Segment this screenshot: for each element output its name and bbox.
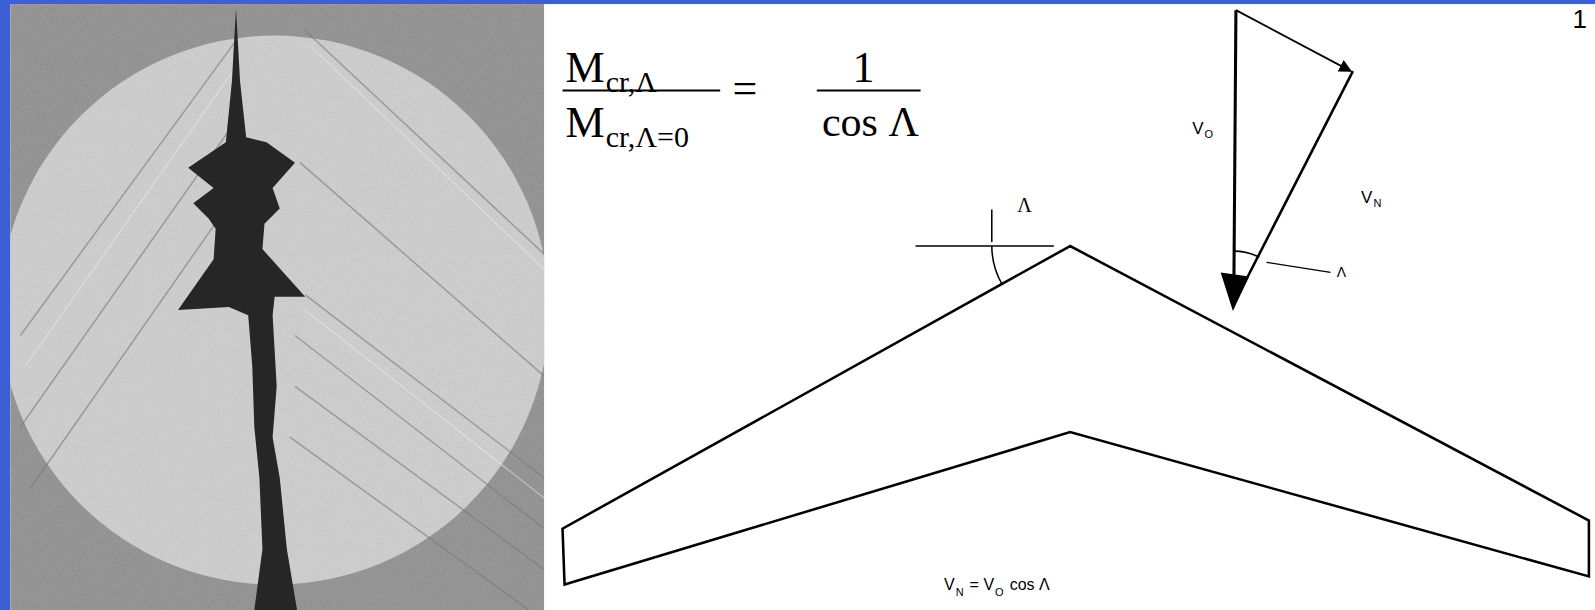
aircraft-silhouette xyxy=(178,8,305,610)
slide-number: 1 xyxy=(1573,6,1587,32)
formula-symbol: M xyxy=(566,101,605,145)
swept-wing-outline xyxy=(563,246,1589,585)
angle-label: Λ xyxy=(1337,265,1346,279)
schlieren-photo xyxy=(10,4,544,610)
leader-line xyxy=(1266,262,1330,272)
vector-subscript: N xyxy=(1373,198,1381,209)
formula-symbol: M xyxy=(566,46,605,90)
vector-label: V xyxy=(1361,189,1372,206)
leader-line xyxy=(991,209,993,242)
vector-subscript: O xyxy=(1205,129,1214,140)
reference-line xyxy=(915,245,1053,247)
slide-border xyxy=(0,0,1595,4)
freestream-vector xyxy=(1234,10,1236,285)
formula-equals: = xyxy=(732,67,757,111)
equation-subscript: N xyxy=(956,587,964,598)
sweep-angle-label: Λ xyxy=(1017,195,1032,215)
fraction-bar xyxy=(817,89,921,91)
vector-arrowhead xyxy=(1221,272,1249,311)
formula-subscript: cr,Λ xyxy=(606,67,657,97)
equation-text: V xyxy=(944,577,955,593)
angle-arc xyxy=(1234,251,1259,257)
formula-subscript: cr,Λ=0 xyxy=(606,122,689,152)
equation-text: = V xyxy=(970,577,994,593)
equation-text: cos Λ xyxy=(1010,577,1050,593)
formula-numerator: 1 xyxy=(852,46,874,90)
slide-border xyxy=(0,0,10,610)
angle-arc xyxy=(992,246,1002,284)
tangential-vector xyxy=(1236,10,1351,71)
equation-subscript: O xyxy=(995,587,1004,598)
vector-label: V xyxy=(1192,120,1203,137)
formula-denominator: cos Λ xyxy=(822,101,919,143)
